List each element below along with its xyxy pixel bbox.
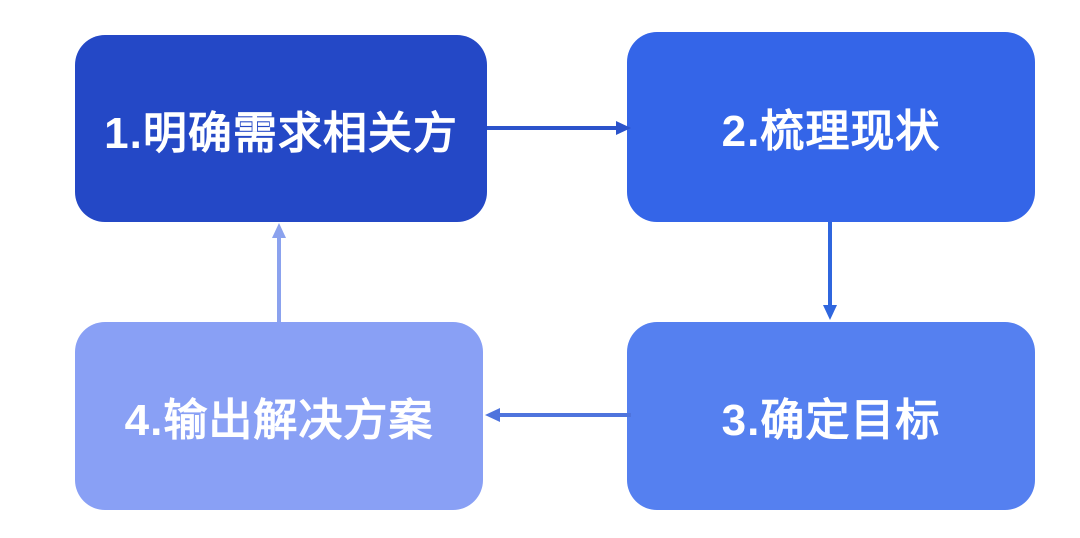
flow-node-step2-label: 2.梳理现状 <box>721 107 941 156</box>
flow-node-step4-label: 4.输出解决方案 <box>124 396 434 445</box>
flow-node-step4: 4.输出解决方案 <box>75 322 483 510</box>
arrow-step3-to-step4 <box>485 408 631 422</box>
arrow-head-right-icon <box>616 121 631 135</box>
flow-node-step3: 3.确定目标 <box>627 322 1035 510</box>
arrow-head-left-icon <box>485 408 500 422</box>
flow-node-step1: 1.明确需求相关方 <box>75 35 487 222</box>
flow-node-step2: 2.梳理现状 <box>627 32 1035 222</box>
arrow-step2-to-step3 <box>823 222 837 320</box>
arrow-head-down-icon <box>823 305 837 320</box>
flow-node-step1-label: 1.明确需求相关方 <box>104 108 458 158</box>
flow-node-step3-label: 3.确定目标 <box>721 396 941 445</box>
arrow-head-up-icon <box>272 223 286 238</box>
arrow-step1-to-step2 <box>487 121 631 135</box>
arrow-step4-to-step1 <box>272 223 286 322</box>
